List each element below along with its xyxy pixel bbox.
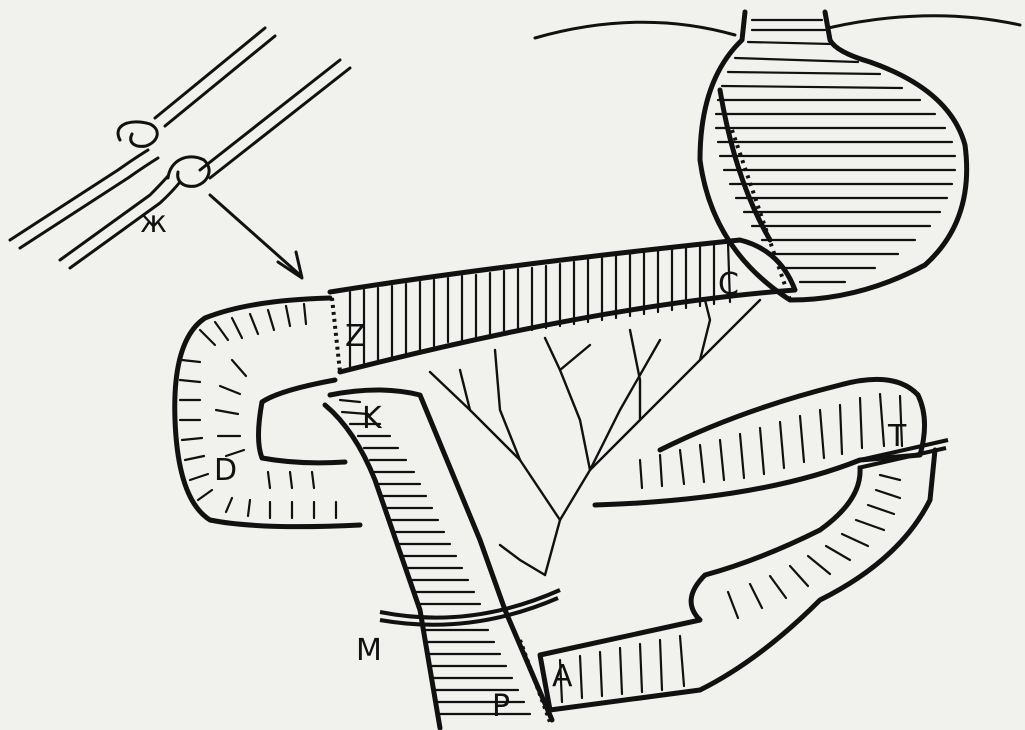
label-d: D (214, 453, 237, 488)
label-z: Z (345, 319, 366, 354)
horizontal-limb (330, 240, 795, 372)
vertical-limb-k (325, 390, 560, 728)
right-limb-t (540, 379, 948, 710)
label-c: C (718, 267, 739, 302)
label-inset: ж (140, 205, 167, 240)
label-a: A (552, 659, 573, 694)
inset-suture-detail (10, 28, 350, 278)
label-k: K (362, 401, 383, 436)
label-m: M (356, 633, 382, 668)
label-p: P (492, 689, 510, 724)
label-t: T (887, 419, 907, 454)
